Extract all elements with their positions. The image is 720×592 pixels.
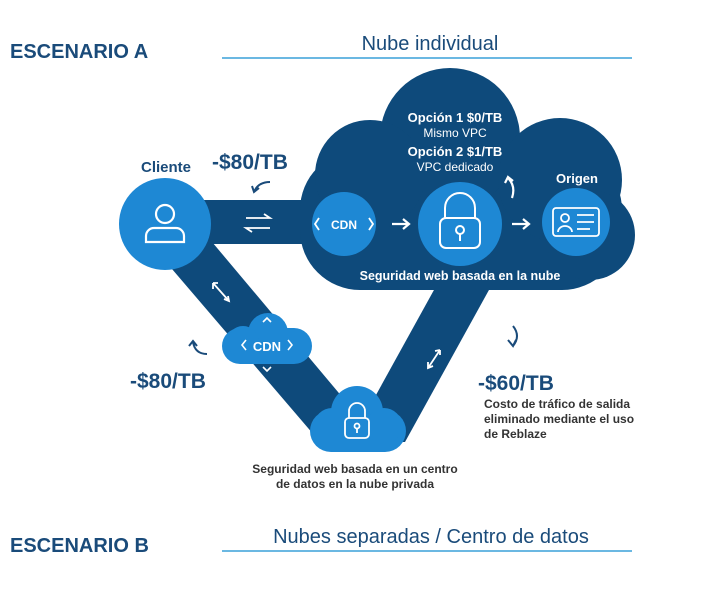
swap-arrows-icon [243,213,273,233]
client-label: Cliente [141,159,191,176]
price-top: -$80/TB [212,151,288,174]
arrow-right-icon [512,218,531,230]
scenario-a-title: Nube individual [362,33,499,55]
curved-arrow-icon [504,175,515,199]
datacenter-note-line1: Seguridad web basada en un centro [252,462,457,476]
datacenter-note-line2: de datos en la nube privada [276,477,434,491]
swap-arrows-icon [212,282,231,303]
scenario-b-title: Nubes separadas / Centro de datos [273,526,589,548]
edge-cdn-cloud: CDN [222,313,312,373]
datacenter-cloud-link [350,270,500,442]
option1-subtitle: Mismo VPC [423,126,487,140]
cdn-chevrons-icon [240,316,294,373]
user-icon [144,203,186,244]
edge-cdn-label: CDN [253,339,281,354]
arrow-right-icon [392,218,411,230]
origin-node [542,188,610,256]
id-card-icon [552,207,600,237]
curved-arrow-icon [251,181,271,194]
option2-title: Opción 2 $1/TB [408,144,503,159]
origin-label: Origen [556,171,598,186]
egress-note-line2: eliminado mediante el uso [484,412,634,426]
cloud-security-label: Seguridad web basada en la nube [360,269,561,283]
datacenter-lock-cloud [310,386,406,452]
cloud-cdn-node: CDN [312,192,376,256]
cloud-lock-node [418,182,502,266]
cdn-chevrons-icon [313,217,375,231]
lock-icon [439,192,481,249]
option2-subtitle: VPC dedicado [417,160,494,174]
lock-icon [344,402,370,439]
client-node [119,178,211,270]
option1-title: Opción 1 $0/TB [408,110,503,125]
scenario-b-label: ESCENARIO B [10,535,149,557]
swap-arrows-icon [427,349,441,370]
price-right: -$60/TB [478,372,554,395]
flow-arrows [392,175,531,230]
price-left: -$80/TB [130,370,206,393]
cloud-cdn-label: CDN [331,218,357,232]
curved-arrow-icon [507,325,518,348]
egress-note-line1: Costo de tráfico de salida [484,397,630,411]
egress-note-line3: de Reblaze [484,427,547,441]
scenario-a-label: ESCENARIO A [10,41,148,63]
curved-arrow-icon [188,339,208,355]
